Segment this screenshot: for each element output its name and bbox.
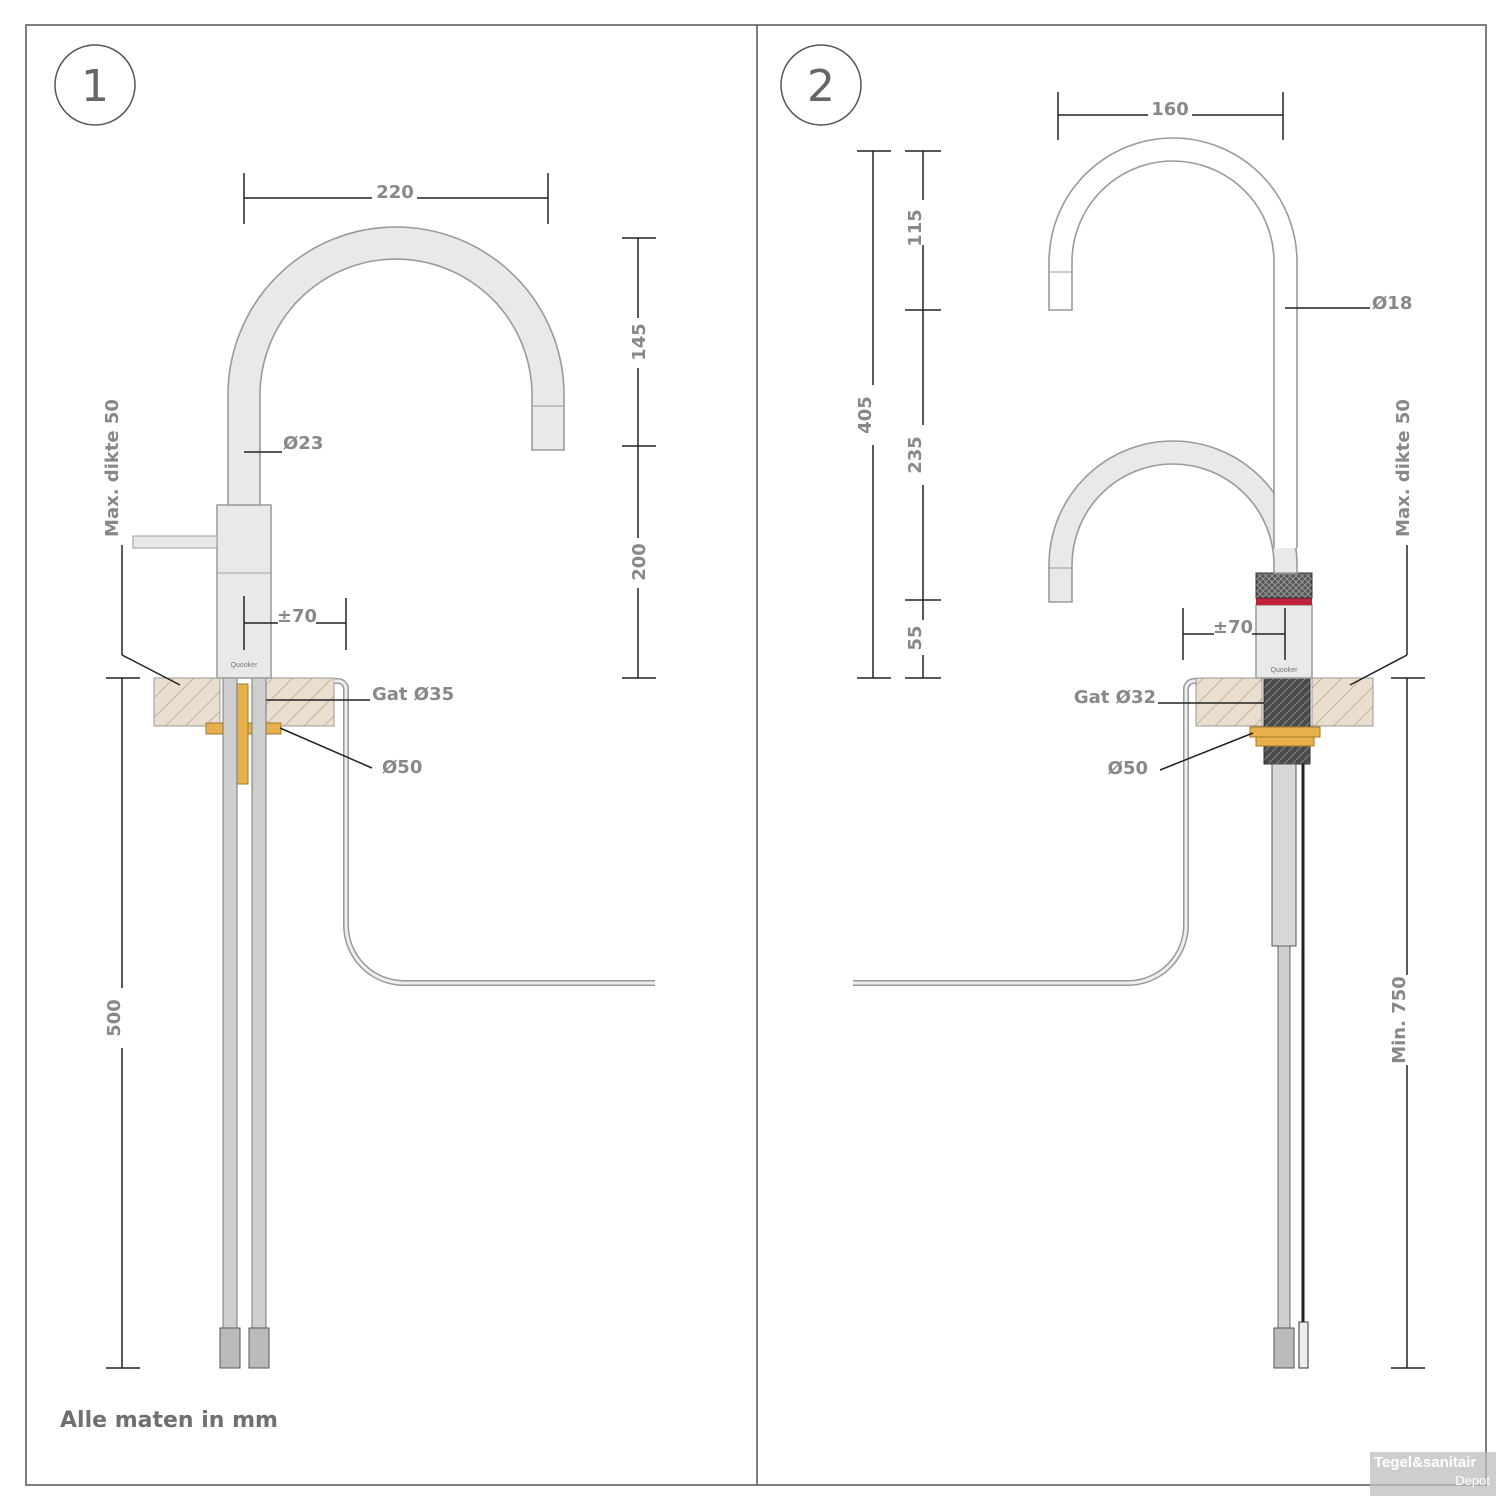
svg-text:220: 220 [376, 182, 414, 203]
svg-text:Max. dikte 50: Max. dikte 50 [1393, 399, 1414, 537]
svg-text:405: 405 [855, 396, 876, 434]
panel-number-circle [780, 44, 862, 126]
knurled-control-ring [1255, 572, 1313, 599]
tap-body [1255, 604, 1313, 679]
svg-text:115: 115 [905, 209, 926, 247]
panel-number: 2 [807, 61, 835, 112]
dimension-handle-offset: ±70 [243, 596, 347, 650]
svg-text:145: 145 [629, 323, 650, 361]
svg-text:235: 235 [905, 436, 926, 474]
hose-left [222, 677, 238, 1359]
svg-text:200: 200 [629, 543, 650, 581]
hose-right [251, 677, 267, 1359]
upper-spout [1048, 137, 1298, 548]
panel-2: 2 Quooker 1 [780, 44, 1425, 1369]
dimension-handle-offset: ±70 [1182, 608, 1286, 660]
spout [227, 226, 565, 506]
dimension-pipe-diameter: Ø23 [244, 433, 323, 454]
svg-text:Ø18: Ø18 [1372, 293, 1412, 314]
hose-nut-right [248, 1327, 270, 1369]
svg-text:Ø50: Ø50 [382, 757, 422, 778]
panel-1: 1 Quooker 220 [54, 44, 656, 1369]
svg-text:Ø50: Ø50 [1108, 758, 1148, 779]
svg-text:160: 160 [1151, 99, 1189, 120]
washer [1249, 726, 1321, 738]
lever-handle [132, 535, 218, 549]
dimension-hose-length: 500 [104, 677, 140, 1369]
svg-text:±70: ±70 [1213, 617, 1253, 638]
svg-text:Min. 750: Min. 750 [1389, 976, 1410, 1064]
units-note: Alle maten in mm [60, 1408, 278, 1433]
sheet-border [25, 24, 1487, 1486]
cartridge-tube [1271, 763, 1297, 947]
dimension-spout-width: 220 [243, 173, 549, 224]
tap-body [216, 504, 272, 679]
dimension-heights: 145 200 [622, 237, 656, 679]
supply-pipe [334, 678, 655, 986]
svg-text:Gat Ø32: Gat Ø32 [1074, 687, 1156, 708]
brand-logo: Quooker [231, 662, 259, 669]
dimension-section-heights: 115 235 55 [905, 150, 941, 679]
red-indicator-ring [1256, 598, 1312, 605]
dimension-min-length: Min. 750 [1389, 677, 1425, 1369]
threaded-rod [236, 683, 249, 785]
svg-text:±70: ±70 [277, 606, 317, 627]
threaded-shank [1263, 671, 1311, 765]
panel-number: 1 [81, 61, 109, 112]
cable-connector [1298, 1321, 1309, 1369]
brand-logo: Quooker [1271, 667, 1299, 674]
dimension-washer: Ø50 [279, 727, 422, 778]
dimension-washer: Ø50 [1108, 732, 1254, 779]
svg-text:Max. dikte 50: Max. dikte 50 [102, 399, 123, 537]
dimension-spout-width: 160 [1057, 92, 1284, 140]
svg-text:Ø23: Ø23 [283, 433, 323, 454]
supply-pipe-inner [334, 679, 655, 985]
svg-text:Gat Ø35: Gat Ø35 [372, 684, 454, 705]
dimension-pipe-diameter: Ø18 [1285, 293, 1412, 314]
supply-pipe [853, 678, 1198, 986]
dimension-total-height: 405 [855, 150, 891, 679]
dimension-max-thickness: Max. dikte 50 [1349, 399, 1414, 686]
watermark-line1: Tegel&sanitair [1374, 1454, 1477, 1471]
svg-text:55: 55 [905, 625, 926, 650]
hose-nut [1273, 1327, 1295, 1369]
dimension-hole: Gat Ø35 [266, 684, 454, 705]
dimension-hole: Gat Ø32 [1074, 687, 1264, 708]
svg-text:500: 500 [104, 999, 125, 1037]
lower-spout [1048, 440, 1298, 603]
watermark-logo: Tegel&sanitair Depot [1370, 1452, 1496, 1496]
washer-nut [1255, 736, 1315, 747]
hose [1277, 945, 1291, 1359]
supply-pipe-inner [853, 679, 1198, 985]
watermark-line2: Depot [1455, 1473, 1490, 1488]
hose-nut-left [219, 1327, 241, 1369]
panel-number-circle [54, 44, 136, 126]
dimension-max-thickness: Max. dikte 50 [102, 399, 181, 686]
